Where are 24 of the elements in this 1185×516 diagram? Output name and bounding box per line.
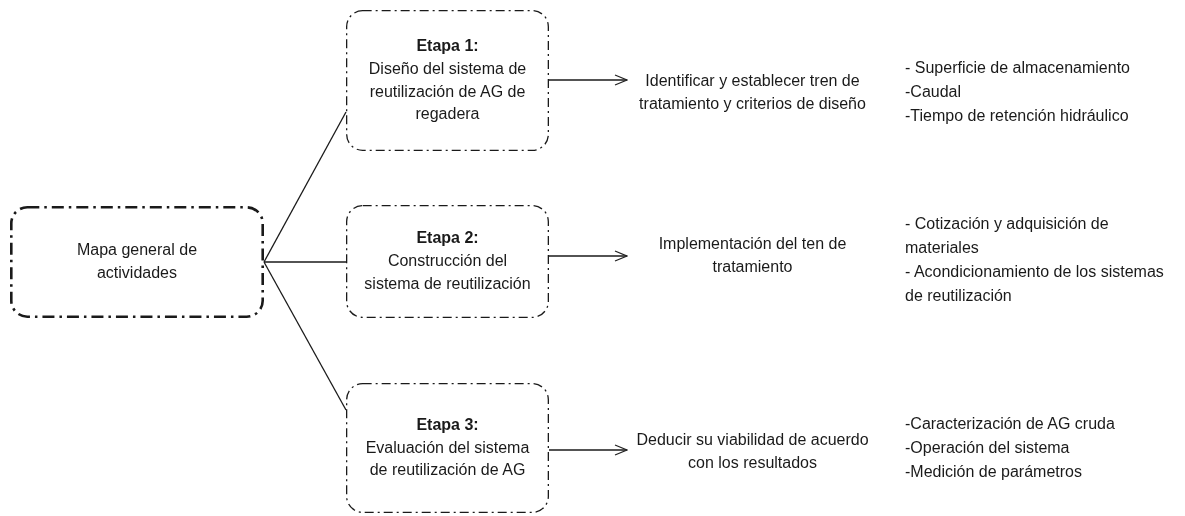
step-description: Deducir su viabilidad de acuerdo con los resultados <box>635 430 870 473</box>
list-item: -Tiempo de retención hidráulico <box>905 106 1130 126</box>
node-label: Mapa general de actividades <box>75 240 199 283</box>
connector-line <box>263 261 347 263</box>
step-description: Identificar y establecer tren de tratamiento y criterios de diseño <box>638 71 867 114</box>
stage-heading: Etapa 1: <box>416 36 479 57</box>
node-label: Construcción del sistema de reutilización <box>363 251 532 294</box>
list-item: - Acondicionamiento de los sistemas de reutilización <box>905 262 1165 306</box>
arrow <box>548 444 628 456</box>
list-item: - Cotización y adquisición de materiales <box>905 214 1110 258</box>
stage-heading: Etapa 3: <box>416 414 479 435</box>
connector-line <box>263 261 347 411</box>
arrow <box>548 250 628 262</box>
stage-heading: Etapa 2: <box>416 228 479 249</box>
node-label: Evaluación del sistema de reutilización de AG <box>364 437 531 481</box>
list-item: -Caracterización de AG cruda <box>905 414 1116 434</box>
list-item: -Operación del sistema <box>905 438 1071 458</box>
list-item: - Superficie de almacenamiento <box>905 58 1131 78</box>
step-description: Implementación del ten de tratamiento <box>657 233 848 277</box>
node-label: Diseño del sistema de reutilización de AG de regadera <box>367 58 528 125</box>
arrow <box>548 74 628 86</box>
list-item: -Medición de parámetros <box>905 462 1083 482</box>
list-item: -Caudal <box>905 82 963 102</box>
connector-line <box>263 111 347 263</box>
